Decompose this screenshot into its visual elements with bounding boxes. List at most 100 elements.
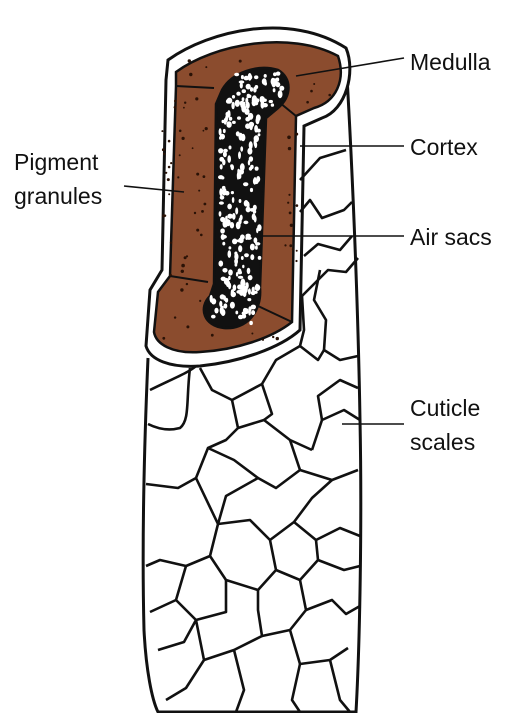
pigment-granule-dot [180,288,183,291]
air-sac-fleck [226,121,231,128]
air-sac-fleck [222,188,227,196]
label-air-sacs: Air sacs [410,224,492,250]
air-sac-fleck [255,245,258,249]
air-sac-fleck [242,265,244,268]
pigment-granule-dot [205,127,208,130]
air-sac-fleck [228,269,233,275]
air-sac-fleck [219,211,222,217]
air-sac-fleck [254,75,258,79]
air-sac-fleck [243,221,248,225]
air-sac-fleck [261,101,265,109]
air-sac-fleck [252,99,257,106]
air-sac-fleck [252,213,256,220]
air-sac-fleck [220,307,223,315]
pigment-granule-dot [194,212,196,214]
air-sac-fleck [253,205,257,211]
pigment-granule-dot [170,162,172,164]
air-sac-fleck [254,135,259,142]
air-sac-fleck [232,121,236,124]
air-sac-fleck [253,87,257,93]
pigment-granule-dot [198,190,200,192]
pigment-granule-dot [203,175,206,178]
air-sac-fleck [248,288,251,294]
air-sac-fleck [230,302,235,309]
pigment-granule-dot [205,66,207,68]
pigment-granule-dot [276,337,279,340]
pigment-granule-dot [168,166,171,169]
pigment-granule-dot [196,229,199,232]
air-sac-fleck [241,134,246,142]
air-sac-fleck [218,148,223,153]
pigment-granule-dot [161,130,163,132]
label-cuticle-line1: Cuticle [410,395,480,421]
air-sac-fleck [227,110,230,116]
air-sac-fleck [231,102,234,110]
air-sac-fleck [219,136,222,139]
air-sac-fleck [234,73,239,76]
air-sac-fleck [238,152,241,159]
air-sac-fleck [219,201,224,204]
air-sac-fleck [241,279,245,285]
air-sac-fleck [269,100,273,103]
air-sac-fleck [219,157,224,162]
air-sac-fleck [251,305,256,310]
air-sac-fleck [214,308,218,314]
air-sac-fleck [235,207,238,214]
air-sac-fleck [255,167,259,171]
pigment-granule-dot [188,59,191,62]
pigment-granule-dot [289,244,292,247]
pigment-granule-dot [192,147,194,149]
air-sac-fleck [224,303,228,308]
air-sac-fleck [249,167,252,171]
pigment-granule-dot [167,178,170,181]
air-sac-fleck [249,156,253,162]
pigment-granule-dot [313,83,315,85]
air-sac-fleck [219,261,224,267]
air-sac-fleck [218,175,224,179]
pigment-granule-dot [289,212,292,215]
pigment-granule-dot [204,203,207,206]
air-sac-fleck [250,87,253,92]
label-cuticle-line2: scales [410,429,475,455]
air-sac-fleck [232,239,237,245]
air-sac-fleck [230,164,233,167]
pigment-granule-dot [296,204,299,207]
air-sac-fleck [211,298,216,304]
pigment-granule-dot [170,242,172,244]
pigment-granule-dot [288,147,291,150]
pigment-granule-dot [251,333,253,335]
air-sac-fleck [225,219,231,226]
air-sac-fleck [238,276,243,279]
label-cortex: Cortex [410,134,478,160]
air-sac-fleck [254,237,258,243]
air-sac-fleck [211,315,216,319]
pigment-granule-dot [196,173,199,176]
air-sac-fleck [239,199,242,203]
pigment-granule-dot [272,336,274,338]
air-sac-fleck [244,308,249,314]
pigment-granule-dot [201,210,204,213]
air-sac-fleck [221,234,225,240]
air-sac-fleck [236,92,240,96]
pigment-granule-dot [168,193,170,195]
pigment-granule-dot [200,234,203,237]
pigment-granule-dot [296,250,298,252]
air-sac-fleck [231,191,234,194]
pigment-granule-dot [162,337,165,340]
air-sac-fleck [240,102,243,108]
air-sac-fleck [219,128,222,135]
air-sac-fleck [237,116,241,119]
air-sac-fleck [258,133,261,136]
air-sac-fleck [237,172,239,180]
air-sac-fleck [241,75,244,79]
air-sac-fleck [227,204,232,210]
air-sac-fleck [239,237,244,243]
air-sac-fleck [245,117,250,122]
air-sac-fleck [244,109,249,115]
air-sac-fleck [222,242,225,246]
air-sac-fleck [232,197,235,203]
air-sac-fleck [220,195,225,199]
pigment-granule-dot [306,101,309,104]
air-sac-fleck [279,86,284,91]
